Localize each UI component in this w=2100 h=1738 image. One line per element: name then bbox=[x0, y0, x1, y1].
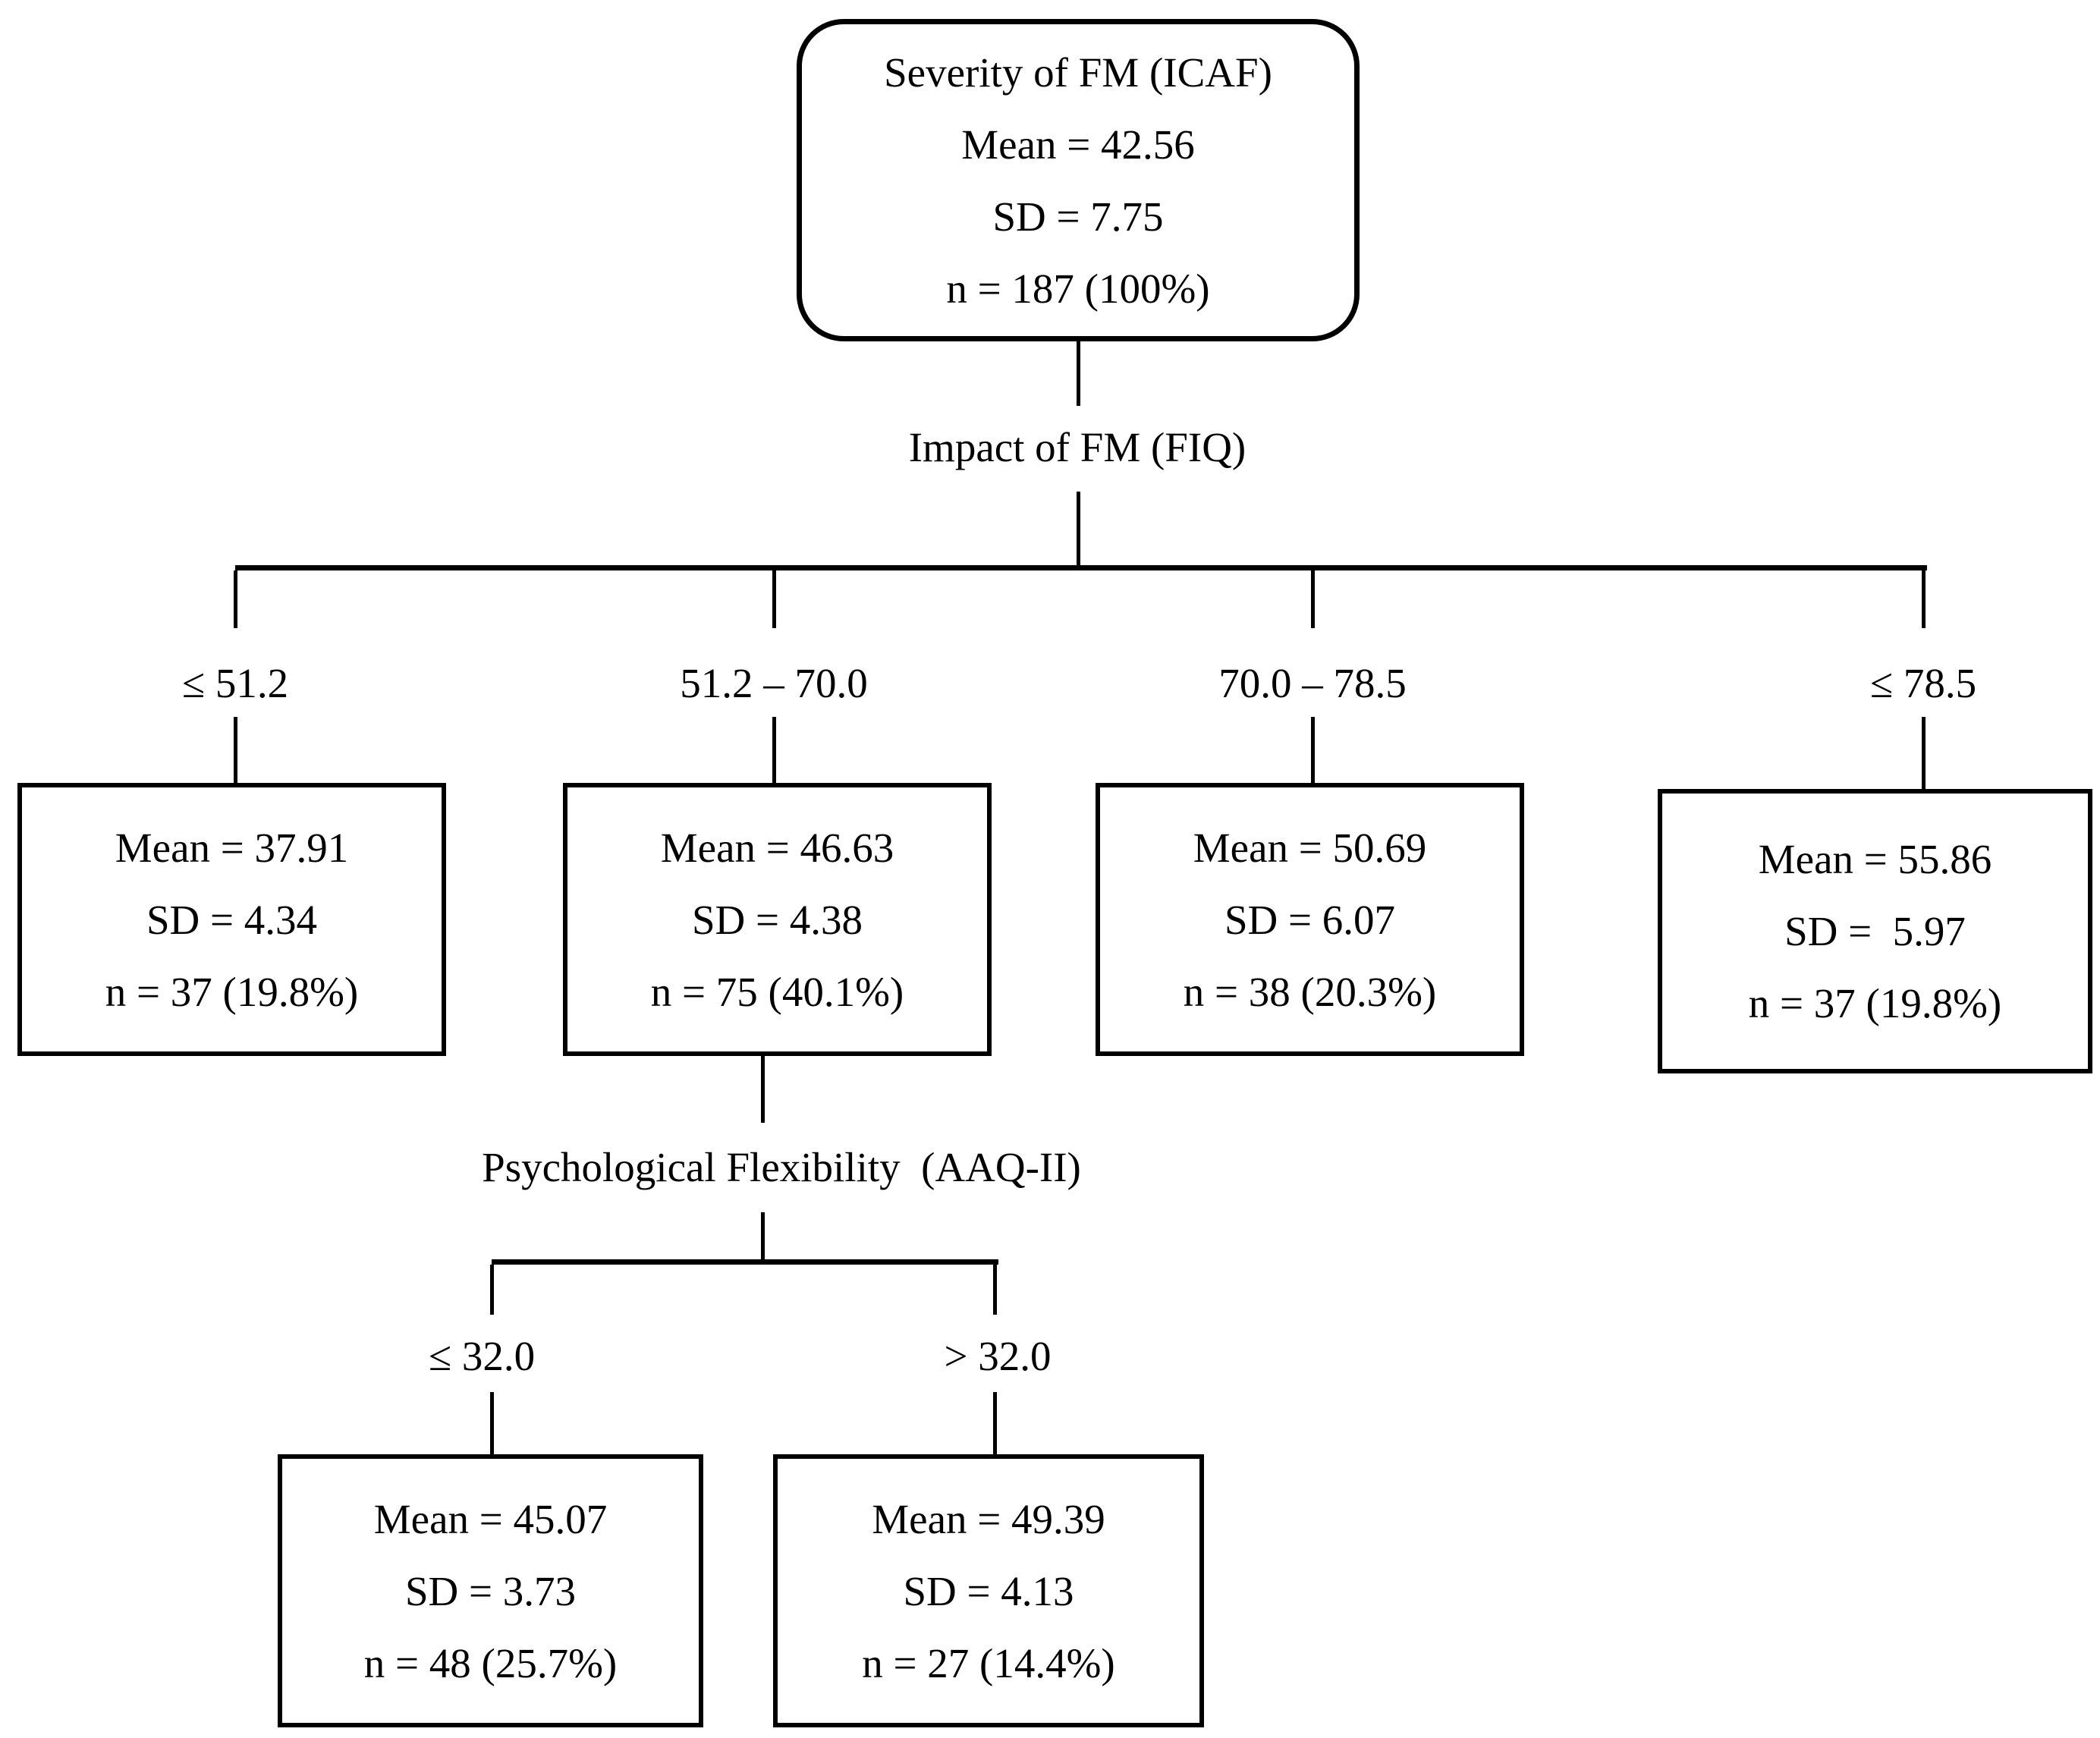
branch1-n: n = 37 (19.8%) bbox=[105, 968, 359, 1015]
root-mean: Mean = 42.56 bbox=[961, 121, 1195, 168]
split1-branch1-stub-top bbox=[234, 570, 237, 628]
split2-branch2-stub-bottom bbox=[993, 1392, 997, 1454]
root-node: Severity of FM (ICAF) Mean = 42.56 SD = … bbox=[797, 19, 1360, 341]
split1-branch4-condition: ≤ 78.5 bbox=[1869, 660, 1977, 706]
split1-variable-label: Impact of FM (FIQ) bbox=[908, 424, 1246, 470]
connector-split1-label-to-rail bbox=[1077, 492, 1080, 567]
split1-branch1-node: Mean = 37.91 SD = 4.34 n = 37 (19.8%) bbox=[17, 783, 446, 1056]
branch6-n: n = 27 (14.4%) bbox=[862, 1639, 1115, 1686]
connector-branch2-to-split2-label bbox=[761, 1056, 765, 1123]
split1-branch4-stub-bottom bbox=[1922, 717, 1926, 789]
split1-branch1-stub-bottom bbox=[234, 717, 237, 783]
split1-branch-rail bbox=[235, 565, 1927, 570]
split1-branch3-stub-bottom bbox=[1311, 717, 1315, 783]
branch6-mean: Mean = 49.39 bbox=[872, 1495, 1105, 1542]
split2-branch2-node: Mean = 49.39 SD = 4.13 n = 27 (14.4%) bbox=[773, 1454, 1204, 1727]
branch4-n: n = 37 (19.8%) bbox=[1748, 980, 2002, 1026]
split1-branch3-condition: 70.0 – 78.5 bbox=[1218, 660, 1407, 706]
branch5-n: n = 48 (25.7%) bbox=[363, 1639, 618, 1686]
split2-branch1-stub-top bbox=[490, 1265, 494, 1315]
split1-branch1-condition: ≤ 51.2 bbox=[181, 660, 289, 706]
split1-branch2-stub-bottom bbox=[772, 717, 776, 783]
branch2-n: n = 75 (40.1%) bbox=[650, 968, 904, 1015]
branch4-mean: Mean = 55.86 bbox=[1758, 836, 1992, 882]
branch3-sd: SD = 6.07 bbox=[1224, 896, 1396, 943]
connector-root-to-split1-label bbox=[1077, 341, 1080, 406]
split2-branch-rail bbox=[492, 1259, 998, 1265]
split1-branch2-stub-top bbox=[772, 570, 776, 628]
branch2-mean: Mean = 46.63 bbox=[660, 824, 894, 871]
branch5-mean: Mean = 45.07 bbox=[373, 1495, 608, 1542]
branch2-sd: SD = 4.38 bbox=[691, 896, 863, 943]
split1-branch3-stub-top bbox=[1311, 570, 1315, 628]
split2-branch2-stub-top bbox=[993, 1265, 997, 1315]
branch1-mean: Mean = 37.91 bbox=[115, 824, 349, 871]
root-n: n = 187 (100%) bbox=[946, 265, 1210, 312]
split1-branch3-node: Mean = 50.69 SD = 6.07 n = 38 (20.3%) bbox=[1096, 783, 1524, 1056]
branch6-sd: SD = 4.13 bbox=[903, 1567, 1074, 1614]
split2-branch1-node: Mean = 45.07 SD = 3.73 n = 48 (25.7%) bbox=[278, 1454, 703, 1727]
branch3-mean: Mean = 50.69 bbox=[1193, 824, 1427, 871]
split2-branch1-stub-bottom bbox=[490, 1392, 494, 1454]
root-title: Severity of FM (ICAF) bbox=[884, 49, 1272, 96]
split1-branch2-node: Mean = 46.63 SD = 4.38 n = 75 (40.1%) bbox=[563, 783, 992, 1056]
split2-branch2-condition: > 32.0 bbox=[944, 1333, 1052, 1379]
branch3-n: n = 38 (20.3%) bbox=[1183, 968, 1437, 1015]
branch1-sd: SD = 4.34 bbox=[146, 896, 318, 943]
branch4-sd: SD = 5.97 bbox=[1784, 908, 1966, 954]
split2-branch1-condition: ≤ 32.0 bbox=[428, 1333, 536, 1379]
split1-branch2-condition: 51.2 – 70.0 bbox=[680, 660, 868, 706]
split2-variable-label: Psychological Flexibility (AAQ-II) bbox=[482, 1144, 1081, 1190]
connector-split2-label-to-rail bbox=[761, 1212, 765, 1261]
root-sd: SD = 7.75 bbox=[992, 193, 1164, 240]
split1-branch4-node: Mean = 55.86 SD = 5.97 n = 37 (19.8%) bbox=[1658, 789, 2092, 1073]
split1-branch4-stub-top bbox=[1922, 570, 1926, 628]
branch5-sd: SD = 3.73 bbox=[404, 1567, 577, 1614]
